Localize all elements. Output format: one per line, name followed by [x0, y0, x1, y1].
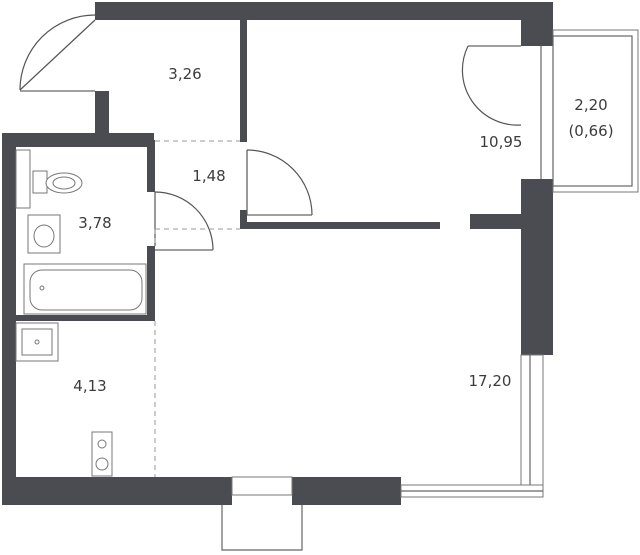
shaft-niche [15, 149, 31, 209]
wall-bedroom-bottom [240, 222, 440, 229]
room-area-hall: 3,26 [168, 65, 201, 83]
zone-lines [154, 140, 240, 477]
wall-left [2, 133, 16, 495]
wall-bedroom-left-lower [240, 210, 247, 229]
stove-fixture [91, 431, 113, 477]
wall-top [95, 2, 523, 20]
balcony-door-arc [461, 45, 522, 126]
wall-right-upper [521, 2, 553, 46]
walls [2, 2, 553, 505]
window-living-right [520, 354, 544, 496]
wall-bath-right [147, 140, 155, 192]
doors [19, 14, 522, 251]
toilet-fixture [32, 170, 83, 194]
balcony-inner [552, 35, 633, 187]
wall-bath-right-lower [147, 246, 155, 321]
kitchen-sink-fixture [15, 322, 59, 362]
balcony-outline [552, 29, 639, 193]
wall-bottom-mid [292, 477, 401, 505]
wall-bath-bottom [12, 315, 155, 321]
window-bottom [231, 476, 293, 496]
washbasin-fixture [27, 214, 61, 254]
fixtures [15, 149, 147, 477]
room-area-corridor: 1,48 [192, 167, 225, 185]
bedroom-door-arc [246, 149, 313, 216]
wall-bedroom-bottom-right [470, 214, 525, 229]
room-area-balcony: 2,20 [574, 96, 607, 114]
room-area-bedroom: 10,95 [480, 133, 523, 151]
bathtub-fixture [23, 263, 147, 315]
room-area-bathroom: 3,78 [78, 214, 111, 232]
entrance-door-arc [19, 14, 96, 91]
wall-right-middle [521, 179, 553, 355]
entrance-door-leaf [19, 19, 96, 91]
wall-bath-top [2, 133, 154, 147]
wall-bottom-left [2, 477, 232, 505]
room-labels: 3,26 1,48 3,78 4,13 10,95 17,20 2,20 (0,… [73, 65, 613, 395]
windows [221, 29, 639, 551]
bathroom-door-arc [154, 191, 214, 251]
room-area-living: 17,20 [469, 372, 512, 390]
window-bottom-sill [221, 505, 303, 551]
room-area-balcony-reduced: (0,66) [568, 122, 613, 140]
wall-bedroom-left [240, 14, 247, 142]
room-area-kitchen: 4,13 [73, 377, 106, 395]
wall-left-hall [95, 91, 109, 141]
